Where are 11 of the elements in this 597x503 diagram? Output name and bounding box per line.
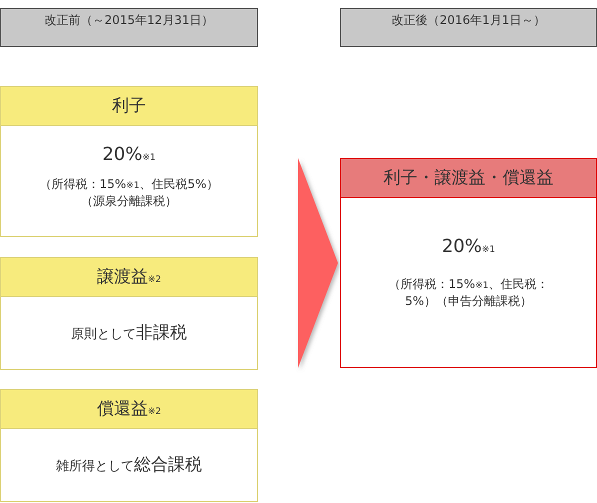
tax-card: [340, 158, 597, 368]
tax-text: 原則として非課税: [71, 322, 187, 344]
arrow: [298, 158, 338, 368]
card-heading: 利子・譲渡益・償還益: [341, 159, 596, 198]
tax-card: [0, 389, 258, 502]
card-heading: 利子: [1, 87, 257, 126]
tax-card: [0, 257, 258, 370]
tax-text: 雑所得として総合課税: [56, 454, 202, 476]
period-header: 改正後（2016年1月1日～）: [340, 8, 597, 47]
period-header: 改正前（～2015年12月31日）: [0, 8, 258, 47]
tax-card: [0, 86, 258, 237]
